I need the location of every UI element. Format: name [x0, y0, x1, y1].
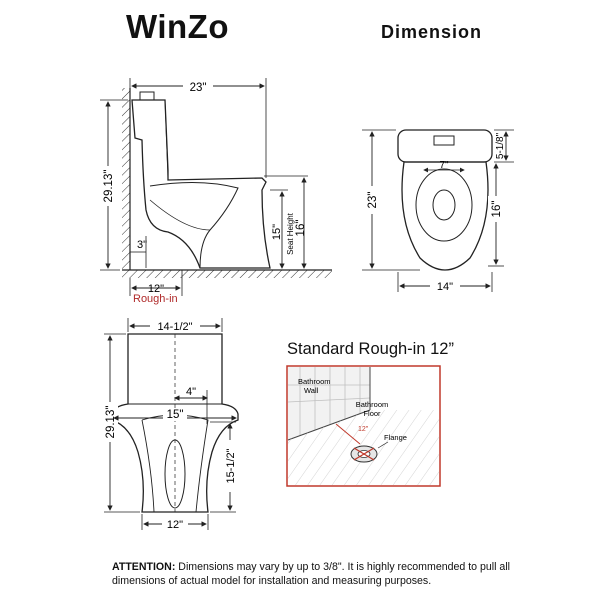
- front-offset-label: 4": [186, 386, 196, 398]
- rough-in-floor-label-2: Floor: [363, 409, 381, 418]
- side-wall-hatch: [122, 88, 130, 270]
- brand-logo: WinZo: [126, 8, 229, 45]
- front-view: 14-1/2" 29.13" 4" 15" 15-1/2" 12": [102, 318, 239, 531]
- front-base-width-label: 12": [167, 519, 183, 531]
- side-seat-label: Seat Height: [286, 212, 295, 255]
- rough-in-wall-label-2: Wall: [304, 386, 319, 395]
- rough-in-wall-label-1: Bathroom: [298, 377, 331, 386]
- top-bowl-outline: [401, 161, 489, 271]
- rough-in-floor-label-1: Bathroom: [356, 400, 389, 409]
- page-heading: Dimension: [381, 22, 483, 42]
- rough-in-measure-label: 12": [358, 426, 369, 433]
- front-height-label: 29.13": [105, 406, 117, 439]
- rough-in-title: Standard Rough-in 12”: [287, 340, 454, 358]
- front-width-label: 15": [167, 409, 184, 421]
- side-toilet-outline: [131, 99, 271, 269]
- side-height-label: 29.13": [103, 170, 115, 203]
- top-length-label: 23": [367, 192, 379, 209]
- attention-note: ATTENTION: Dimensions may vary by up to …: [112, 560, 512, 588]
- side-rough-in-label: Rough-in: [133, 293, 178, 305]
- attention-label: ATTENTION:: [112, 561, 176, 573]
- top-bowl-length-label: 16": [491, 201, 503, 218]
- top-tank-depth-label: 5-1/8": [495, 132, 506, 159]
- side-seat-value: 15": [271, 224, 283, 240]
- side-offset-label: 3": [137, 239, 147, 251]
- attention-text: Dimensions may vary by up to 3/8". It is…: [112, 561, 511, 587]
- side-width-label: 23": [190, 82, 207, 94]
- front-toilet-outline: [111, 333, 239, 513]
- top-spacing-label: 7": [439, 160, 449, 171]
- side-rough-in-value: 12": [148, 283, 164, 295]
- side-seat-total: 16": [295, 220, 307, 237]
- rough-in-flange-label: Flange: [384, 433, 407, 442]
- side-view: 23" 29.13" 3" 12" Rough-in 15" Seat Heig…: [100, 78, 332, 305]
- front-tank-width-label: 14-1/2": [157, 321, 192, 333]
- top-view: 7" 23" 5-1/8" 16" 14": [362, 129, 514, 293]
- front-lower-height-label: 15-1/2": [225, 448, 237, 483]
- side-floor-hatch: [122, 270, 332, 278]
- top-width-label: 14": [437, 281, 453, 293]
- rough-in-diagram: Bathroom Wall Bathroom Floor 12" Flange: [286, 365, 441, 487]
- top-tank-outline: [397, 129, 493, 163]
